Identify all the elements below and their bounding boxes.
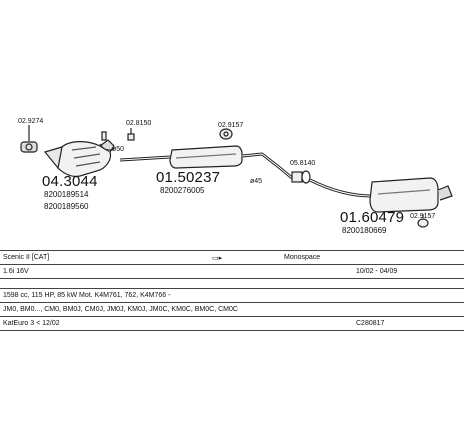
part-02-9157-code-b: 02.9157 (410, 213, 436, 220)
part-04-3044-oem1: 8200189514 (44, 190, 89, 199)
part-02-8150-code: 02.8150 (126, 120, 152, 127)
part-01-60479-code: 01.60479 (340, 209, 405, 226)
cat-text: KatEuro 3 < 12/02 (3, 320, 60, 327)
model-text: Scenic II [CAT] (3, 254, 50, 261)
info-row-engine: 1.6i 16V 10/02 - 04/09 (0, 264, 464, 279)
table-bottom-border (0, 330, 464, 331)
info-row-gap (0, 278, 464, 289)
body-text: Monospace (284, 254, 321, 261)
part-05-8140-code: 05.8140 (290, 160, 316, 167)
info-row-model: Scenic II [CAT] ▭▸ Monospace (0, 250, 464, 265)
chassis-text: JM0, BM0..., CM0, BM0J, CM0J, JM0J, KM0J… (3, 306, 238, 313)
part-50-code: ø50 (112, 146, 125, 153)
car-icon: ▭▸ (212, 255, 223, 262)
rear-silencer-icon (309, 177, 453, 213)
years-text: 10/02 - 04/09 (356, 268, 398, 275)
part-04-3044-oem2: 8200189560 (44, 202, 89, 211)
part-45-code: ø45 (250, 178, 263, 185)
part-01-60479-oem1: 8200180669 (342, 226, 387, 235)
part-01-50237-code: 01.50237 (156, 169, 221, 186)
middle-silencer-icon (119, 145, 293, 180)
info-row-cat: KatEuro 3 < 12/02 C280817 (0, 316, 464, 331)
engine-text: 1.6i 16V (3, 268, 29, 275)
part-01-50237-oem1: 8200276005 (160, 186, 205, 195)
exhaust-diagram: 02.9274 04.3044 8200189514 8200189560 02… (18, 118, 453, 235)
catalytic-converter-icon (43, 139, 115, 177)
clamp-icon (99, 131, 115, 151)
rear-hanger-icon (417, 214, 429, 228)
flange-gasket-icon (20, 125, 38, 153)
pipe-gasket-icon (291, 170, 311, 184)
catalog-text: C280817 (356, 320, 385, 327)
part-02-9274-code: 02.9274 (18, 118, 44, 125)
exhaust-drawing (20, 125, 453, 228)
part-04-3044-code: 04.3044 (42, 173, 98, 190)
info-row-chassis: JM0, BM0..., CM0, BM0J, CM0J, JM0J, KM0J… (0, 302, 464, 317)
bolt-icon (127, 128, 135, 141)
info-row-specs: 1598 cc, 115 HP, 85 kW Mot. K4M761, 762,… (0, 288, 464, 303)
part-02-9157-code-a: 02.9157 (218, 122, 244, 129)
specs-text: 1598 cc, 115 HP, 85 kW Mot. K4M761, 762,… (3, 292, 171, 299)
rubber-hanger-icon (219, 128, 233, 140)
